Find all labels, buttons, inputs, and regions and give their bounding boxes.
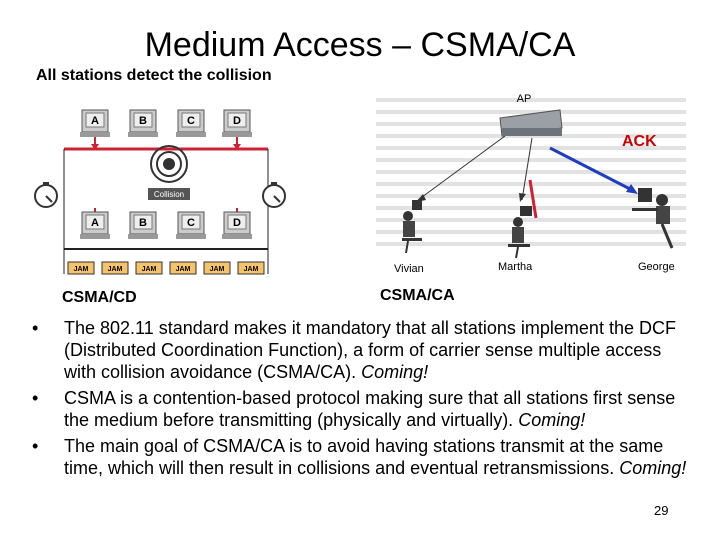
- jam-row: JAM JAM JAM JAM JAM JAM: [67, 261, 265, 275]
- jam-label: JAM: [108, 266, 123, 273]
- vivian-person-icon: [402, 200, 422, 254]
- csma-cd-caption: CSMA/CD: [62, 289, 137, 306]
- ack-arrow: [549, 146, 633, 192]
- bottom-station-c: C: [176, 211, 206, 239]
- right-clock-icon: [262, 182, 286, 208]
- bottom-station-d: D: [222, 211, 252, 239]
- station-label-c: C: [187, 115, 195, 127]
- top-station-c: C: [176, 109, 206, 137]
- jam-label: JAM: [210, 266, 225, 273]
- station-label-b: B: [139, 115, 147, 127]
- station-label-d: D: [233, 115, 241, 127]
- station-label-d2: D: [233, 217, 241, 229]
- george-label: George: [638, 261, 675, 273]
- bullet-emphasis: Coming!: [361, 362, 429, 382]
- bullet-emphasis: Coming!: [619, 458, 687, 478]
- bullet-item: • CSMA is a contention-based protocol ma…: [30, 387, 698, 431]
- bullet-list: • The 802.11 standard makes it mandatory…: [30, 317, 698, 483]
- bullet-text: The main goal of CSMA/CA is to avoid hav…: [64, 436, 664, 478]
- top-station-a: A: [80, 109, 110, 137]
- red-link: [528, 179, 538, 219]
- jam-label: JAM: [244, 266, 259, 273]
- station-label-a: A: [91, 115, 99, 127]
- csma-cd-figure: A B C D Collision: [34, 109, 286, 275]
- ack-label: ACK: [622, 133, 657, 150]
- collision-icon: Collision: [148, 145, 190, 200]
- bullet-item: • The 802.11 standard makes it mandatory…: [30, 317, 698, 383]
- link-vivian: [417, 135, 506, 201]
- martha-label: Martha: [498, 261, 533, 273]
- collision-label: Collision: [154, 190, 184, 199]
- bullet-emphasis: Coming!: [518, 410, 586, 430]
- station-label-b2: B: [139, 217, 147, 229]
- csma-ca-caption: CSMA/CA: [380, 287, 455, 304]
- slide-title: Medium Access – CSMA/CA: [144, 26, 576, 64]
- jam-label: JAM: [176, 266, 191, 273]
- ap-label: AP: [517, 93, 532, 105]
- collision-note: All stations detect the collision: [36, 67, 272, 84]
- bullet-item: • The main goal of CSMA/CA is to avoid h…: [30, 435, 698, 479]
- top-red-arrows: [91, 137, 241, 150]
- george-person-icon: [632, 188, 674, 249]
- background-text-texture: [376, 98, 686, 246]
- station-label-a2: A: [91, 217, 99, 229]
- csma-ca-figure: AP ACK Vivian Martha George: [376, 93, 686, 275]
- bullet-dot-icon: •: [32, 436, 39, 456]
- jam-label: JAM: [142, 266, 157, 273]
- bullet-dot-icon: •: [32, 318, 39, 338]
- bullet-text: CSMA is a contention-based protocol maki…: [64, 388, 676, 430]
- bottom-station-a: A: [80, 211, 110, 239]
- bullet-text: The 802.11 standard makes it mandatory t…: [64, 318, 676, 382]
- link-martha: [521, 137, 533, 201]
- vivian-label: Vivian: [394, 263, 424, 275]
- bottom-station-b: B: [128, 211, 158, 239]
- martha-person-icon: [508, 206, 532, 259]
- top-station-d: D: [222, 109, 252, 137]
- jam-label: JAM: [74, 266, 89, 273]
- left-clock-icon: [34, 182, 58, 208]
- access-point-icon: [499, 109, 563, 137]
- top-station-b: B: [128, 109, 158, 137]
- bullet-dot-icon: •: [32, 388, 39, 408]
- page-number: 29: [654, 503, 669, 518]
- station-label-c2: C: [187, 217, 195, 229]
